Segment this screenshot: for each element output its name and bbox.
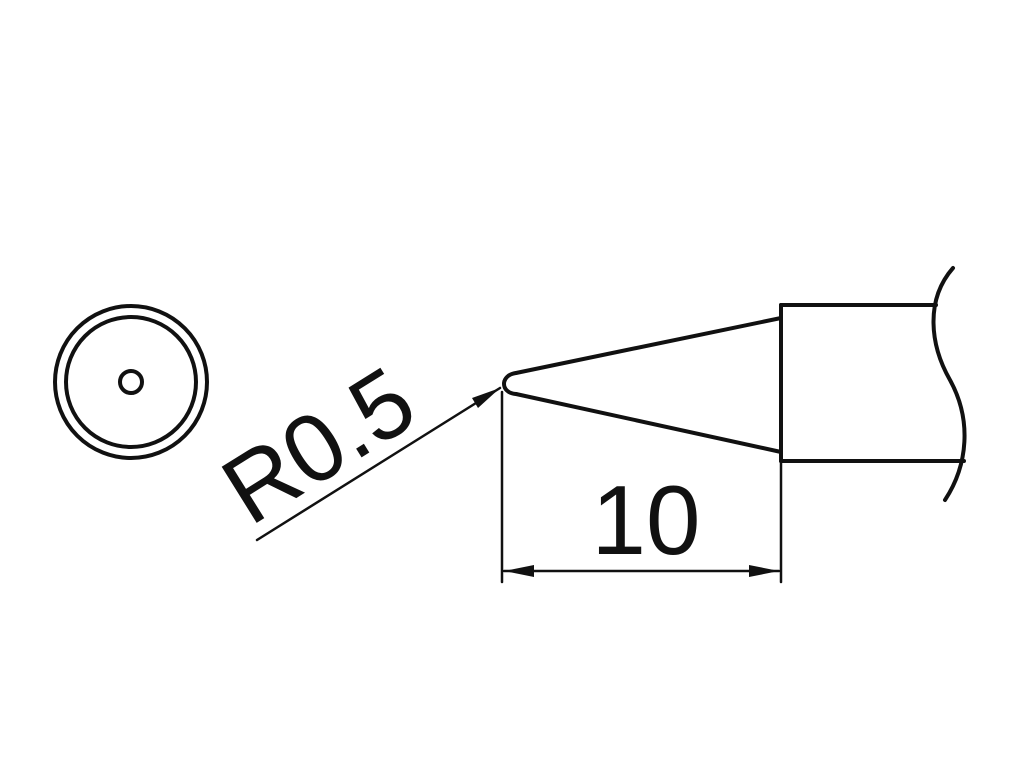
shank-break-line xyxy=(931,266,967,502)
side-view xyxy=(502,266,967,502)
length-dimension: 10 xyxy=(500,390,783,584)
end-view-outer-circle xyxy=(53,304,209,460)
taper-lower-edge xyxy=(514,392,783,454)
length-label: 10 xyxy=(591,465,700,575)
end-view xyxy=(53,304,209,460)
dimension-arrow-left xyxy=(504,565,534,577)
end-view-inner-circle xyxy=(64,315,198,449)
taper-upper-edge xyxy=(514,316,783,375)
dimension-arrow-right xyxy=(749,565,779,577)
radius-leader-arrow xyxy=(472,388,500,408)
radius-dimension: R0.5 xyxy=(204,347,502,545)
radius-label: R0.5 xyxy=(204,347,433,545)
end-view-tip-circle xyxy=(118,369,144,395)
tip-radius-arc xyxy=(502,371,518,396)
radius-leader-line xyxy=(255,386,502,542)
